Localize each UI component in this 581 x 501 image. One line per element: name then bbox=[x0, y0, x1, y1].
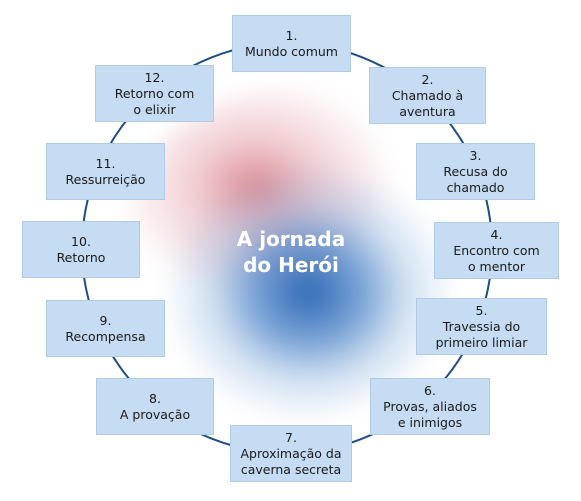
step-label: Chamado à bbox=[391, 87, 464, 103]
step-11-box: 11. Ressurreição bbox=[46, 143, 165, 200]
step-number: 8. bbox=[149, 390, 161, 406]
step-label: Mundo comum bbox=[245, 43, 338, 59]
step-7-box: 7. Aproximação da caverna secreta bbox=[230, 425, 352, 482]
step-number: 12. bbox=[144, 69, 165, 85]
step-number: 5. bbox=[475, 302, 488, 318]
step-number: 7. bbox=[285, 429, 297, 445]
step-number: 1. bbox=[285, 27, 298, 43]
step-label: Ressurreição bbox=[65, 171, 146, 187]
step-label: A provação bbox=[119, 406, 191, 422]
step-label: Travessia do bbox=[442, 318, 521, 334]
step-label: primeiro limiar bbox=[435, 334, 528, 350]
step-12-box: 12. Retorno com o elixir bbox=[95, 65, 214, 122]
step-8-box: 8. A provação bbox=[96, 378, 214, 435]
step-label: Aproximação da bbox=[240, 445, 342, 461]
step-4-box: 4. Encontro com o mentor bbox=[434, 222, 559, 279]
step-label: Recusa do bbox=[443, 163, 508, 179]
step-label: chamado bbox=[446, 179, 505, 195]
step-6-box: 6. Provas, aliados e inimigos bbox=[370, 378, 490, 435]
step-number: 4. bbox=[490, 226, 503, 242]
step-label: caverna secreta bbox=[240, 461, 342, 477]
step-5-box: 5. Travessia do primeiro limiar bbox=[416, 298, 547, 355]
step-label: Retorno com bbox=[114, 85, 195, 101]
center-title-line1: A jornada bbox=[236, 227, 346, 251]
center-title: A jornada do Herói bbox=[191, 226, 391, 278]
step-label: Provas, aliados bbox=[383, 398, 477, 414]
step-number: 2. bbox=[421, 71, 434, 87]
step-number: 10. bbox=[71, 233, 91, 249]
step-2-box: 2. Chamado à aventura bbox=[369, 67, 486, 124]
step-label: Retorno bbox=[56, 249, 106, 265]
step-3-box: 3. Recusa do chamado bbox=[416, 143, 535, 200]
step-label: aventura bbox=[399, 103, 456, 119]
step-1-box: 1. Mundo comum bbox=[232, 15, 351, 72]
step-number: 3. bbox=[469, 147, 482, 163]
step-10-box: 10. Retorno bbox=[22, 221, 140, 278]
step-label: Encontro com bbox=[453, 242, 540, 258]
step-label: o mentor bbox=[467, 258, 526, 274]
step-number: 11. bbox=[95, 155, 116, 171]
step-label: e inimigos bbox=[397, 414, 463, 430]
step-number: 6. bbox=[424, 382, 436, 398]
center-title-line2: do Herói bbox=[243, 253, 339, 277]
step-label: Recompensa bbox=[65, 328, 146, 344]
step-9-box: 9. Recompensa bbox=[46, 300, 165, 357]
step-number: 9. bbox=[99, 312, 112, 328]
step-label: o elixir bbox=[133, 101, 176, 117]
